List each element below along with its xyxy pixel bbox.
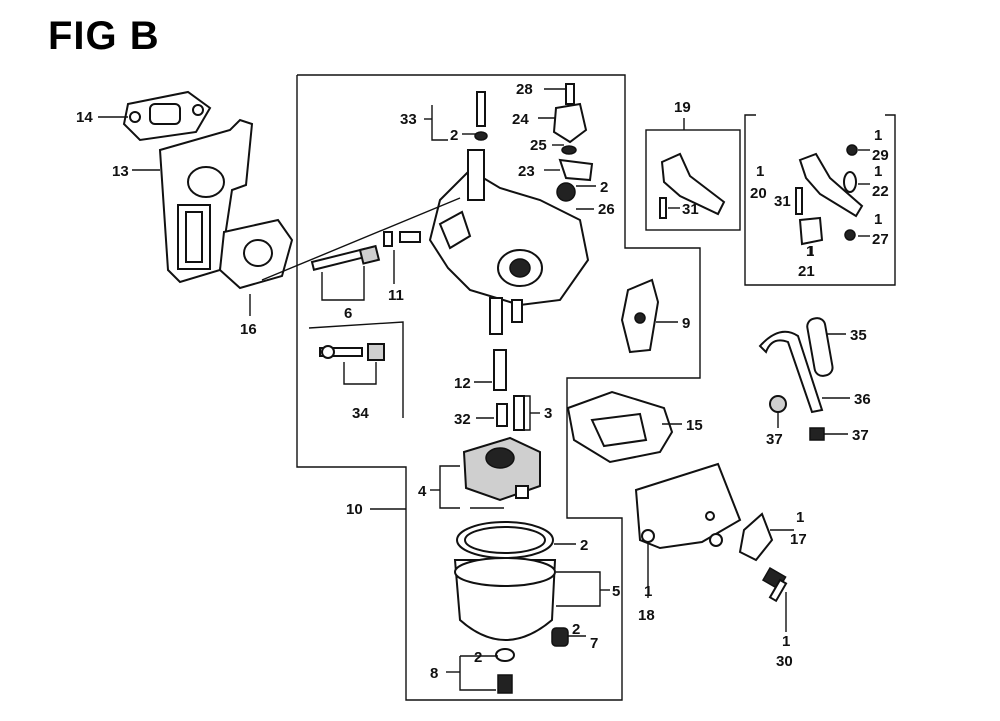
label-18: 18 [638,607,655,624]
choke-cap-parts [474,83,594,202]
label-31-a: 31 [682,201,699,218]
label-10: 10 [346,501,363,518]
carburetor-group-outline [296,74,701,701]
throttle-stop-screw-6 [310,231,421,271]
label-35: 35 [850,327,867,344]
label-3: 3 [544,405,552,422]
lever-20 [795,144,864,246]
pilot-screw-34 [319,343,385,361]
label-2-c: 2 [580,537,588,554]
label-2-d: 2 [572,621,580,638]
fuel-valve-9 [620,278,660,354]
label-24: 24 [512,111,529,128]
label-1-18: 1 [644,583,652,600]
label-7: 7 [590,635,598,652]
label-9: 9 [682,315,690,332]
insulator-bracket-13 [158,118,254,284]
label-21: 21 [798,263,815,280]
leader-lines [98,88,870,691]
label-22: 22 [872,183,889,200]
label-1-30: 1 [782,633,790,650]
label-33: 33 [400,111,417,128]
label-17: 17 [790,531,807,548]
label-34: 34 [352,405,369,422]
label-15: 15 [686,417,703,434]
bracket-18 [634,462,742,550]
float-chamber-5 [453,521,569,694]
label-1-20: 1 [756,163,764,180]
label-28: 28 [516,81,533,98]
label-6: 6 [344,305,352,322]
label-36: 36 [854,391,871,408]
label-37-b: 37 [852,427,869,444]
group-20-box [744,114,896,286]
label-19: 19 [674,99,691,116]
lever-19 [659,152,726,219]
group-34-outline [308,321,404,418]
label-1-29: 1 [874,127,882,144]
figure-title: FIG B [48,14,160,58]
label-8: 8 [430,665,438,682]
label-11: 11 [388,287,404,304]
clamp-17 [738,512,774,562]
label-14: 14 [76,109,93,126]
label-1-22: 1 [874,163,882,180]
label-30: 30 [776,653,793,670]
label-12: 12 [454,375,471,392]
label-25: 25 [530,137,547,154]
label-27: 27 [872,231,889,248]
label-20: 20 [750,185,767,202]
label-31-b: 31 [774,193,791,210]
label-37-a: 37 [766,431,783,448]
gasket-16 [218,218,294,290]
label-32: 32 [454,411,471,428]
main-nozzle-12 [493,349,525,431]
label-2-b: 2 [600,179,608,196]
label-29: 29 [872,147,889,164]
label-4: 4 [418,483,427,500]
gasket-15 [566,390,674,464]
label-1-21: 1 [806,243,814,260]
carburetor-body [428,149,590,335]
float-4 [462,436,541,509]
group-19-box [645,129,741,231]
label-23: 23 [518,163,535,180]
label-1-27: 1 [874,211,882,228]
label-16: 16 [240,321,257,338]
label-13: 13 [112,163,129,180]
label-2-e: 2 [474,649,482,666]
label-1-17: 1 [796,509,804,526]
label-2-a: 2 [450,127,458,144]
fuel-hose-36 [758,317,834,441]
bolt-30 [761,566,788,603]
label-26: 26 [598,201,615,218]
part-labels: 14 13 16 33 2 28 24 25 23 2 26 11 6 34 9… [76,81,889,682]
label-5: 5 [612,583,620,600]
gasket-14 [122,90,212,142]
